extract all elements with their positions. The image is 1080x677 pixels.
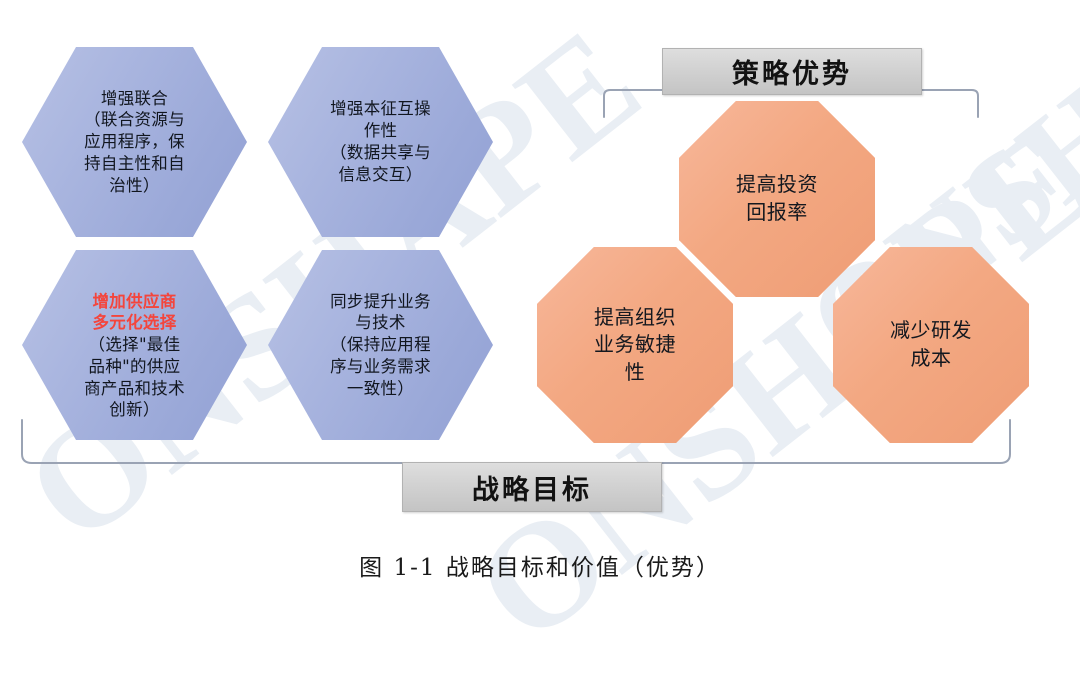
goal-hexagon-text: 增强本征互操 作性 （数据共享与 信息交互）: [330, 99, 431, 184]
goal-hexagon-body: （选择"最佳 品种"的供应 商产品和技术 创新）: [84, 335, 185, 420]
goal-hexagon-highlight: 增加供应商 多元化选择: [92, 291, 177, 333]
goal-hexagon-text: 增加供应商 多元化选择（选择"最佳 品种"的供应 商产品和技术 创新）: [78, 269, 191, 421]
goal-hexagon-text: 同步提升业务 与技术 （保持应用程 序与业务需求 一致性）: [330, 291, 431, 398]
strategy-advantage-label: 策略优势: [732, 59, 852, 90]
advantage-octagon-text: 减少研发 成本: [890, 318, 972, 370]
advantage-octagon-reduce-rnd-cost[interactable]: 减少研发 成本: [833, 247, 1029, 443]
goal-hexagon-text: 增强联合 （联合资源与 应用程序，保 持自主性和自 治性）: [84, 88, 185, 195]
goal-hexagon-enhance-federation[interactable]: 增强联合 （联合资源与 应用程序，保 持自主性和自 治性）: [22, 47, 247, 237]
goal-hexagon-supplier-diversification[interactable]: 增加供应商 多元化选择（选择"最佳 品种"的供应 商产品和技术 创新）: [22, 250, 247, 440]
advantage-octagon-increase-agility[interactable]: 提高组织 业务敏捷 性: [537, 247, 733, 443]
goal-hexagon-enhance-interoperability[interactable]: 增强本征互操 作性 （数据共享与 信息交互）: [268, 47, 493, 237]
goal-hexagon-align-business-technology[interactable]: 同步提升业务 与技术 （保持应用程 序与业务需求 一致性）: [268, 250, 493, 440]
advantage-octagon-text: 提高组织 业务敏捷 性: [594, 304, 676, 384]
advantage-octagon-text: 提高投资 回报率: [736, 172, 818, 224]
advantage-octagon-increase-roi[interactable]: 提高投资 回报率: [679, 101, 875, 297]
figure-caption: 图 1-1 战略目标和价值（优势）: [359, 555, 721, 581]
strategy-goal-label-box[interactable]: 战略目标: [402, 462, 662, 512]
strategy-advantage-label-box[interactable]: 策略优势: [662, 48, 922, 95]
strategy-goal-label: 战略目标: [472, 474, 592, 506]
